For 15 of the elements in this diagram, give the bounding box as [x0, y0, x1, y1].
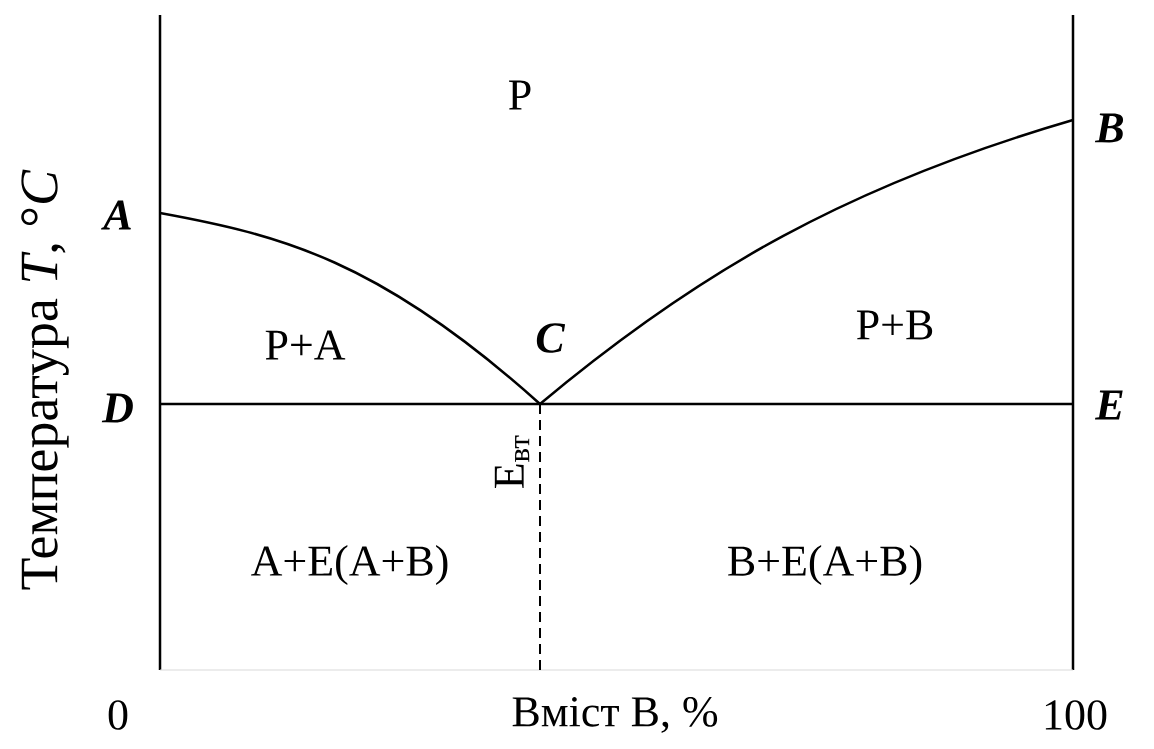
point-label: D [101, 393, 133, 423]
tick-label: 0 [108, 700, 128, 730]
point-label: C [536, 323, 566, 353]
point-label: A [101, 200, 131, 230]
axis-label: Температура T, °C [21, 169, 69, 590]
point-label: B [1094, 113, 1124, 143]
region-label: Р+B [856, 310, 933, 340]
region-label: A+E(A+B) [251, 545, 448, 585]
point-label: E [1095, 390, 1123, 420]
point-label: Е$_{вт}$ [494, 435, 530, 489]
region-label: Р [509, 80, 531, 110]
region-label: Р+A [265, 330, 346, 360]
tick-label: 100 [1045, 700, 1107, 730]
region-label: B+E(A+B) [728, 545, 922, 585]
axis-label: Вміст В, % [512, 697, 718, 733]
